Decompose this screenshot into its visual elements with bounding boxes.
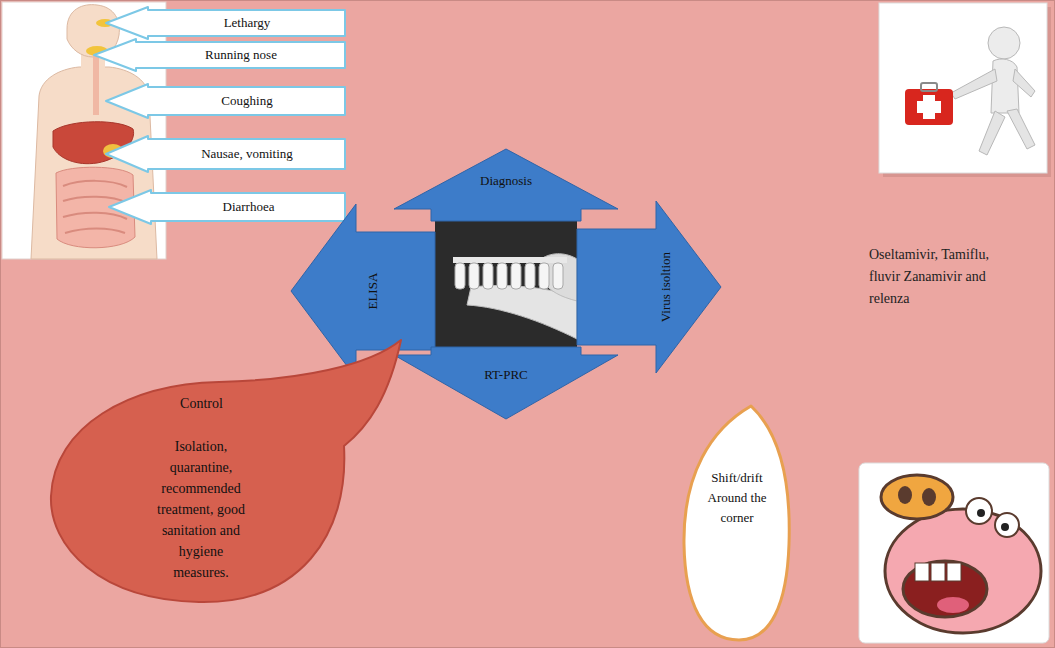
text-area: Isolation, quarantine, recommended treat…: [131, 430, 271, 588]
drug-list: Oseltamivir, Tamiflu, fluvir Zanamivir a…: [869, 244, 993, 310]
node-label: RT-PRC: [484, 367, 528, 383]
diagnosis-arrow: Virus isoltion: [577, 201, 721, 373]
node-label: Running nose: [205, 47, 277, 63]
node-label: Shift/drift Around the corner: [699, 468, 775, 528]
text-area: Shift/drift Around the corner: [695, 456, 779, 540]
bubble-heading: Control: [180, 395, 223, 413]
diagnosis-arrow-outline: [394, 347, 618, 419]
node-label: Virus isoltion: [658, 252, 674, 322]
text-area: Running nose: [136, 39, 346, 71]
text-area: Lethargy: [148, 7, 346, 39]
diagnosis-arrow-outline: [577, 201, 721, 373]
symptom-arrow: Diarrhoea: [109, 190, 346, 224]
node-label: Diarrhoea: [223, 199, 275, 215]
text-area: RT-PRC: [446, 363, 566, 387]
text-area: Diarrhoea: [151, 190, 346, 224]
text-area: ELISA: [359, 234, 387, 348]
label-area: Oseltamivir, Tamiflu, fluvir Zanamivir a…: [869, 244, 993, 310]
pcr-tubes-photo: [435, 221, 577, 347]
symptom-arrow: Nausae, vomiting: [106, 136, 346, 172]
text-area: Nausae, vomiting: [148, 136, 346, 172]
symptom-arrow: Coughing: [106, 84, 346, 118]
symptom-arrow: Running nose: [94, 39, 346, 71]
text-area: Coughing: [148, 84, 346, 118]
diagnosis-arrow: ELISA: [291, 204, 435, 378]
first-aid-illustration: [879, 3, 1051, 177]
node-label: Coughing: [221, 93, 272, 109]
node-label: Lethargy: [224, 15, 271, 31]
text-area: Control: [129, 392, 274, 416]
node-label: Diagnosis: [480, 173, 532, 189]
text-area: Virus isoltion: [651, 231, 681, 343]
node-label: ELISA: [365, 273, 381, 310]
diagnosis-arrow-outline: [291, 204, 435, 378]
symptom-arrow: Lethargy: [106, 7, 346, 39]
diagnosis-arrow: RT-PRC: [394, 347, 618, 419]
teardrop-callout: Shift/drift Around the corner: [681, 404, 793, 642]
node-label: Isolation, quarantine, recommended treat…: [151, 436, 251, 583]
node-label: Nausae, vomiting: [201, 146, 293, 162]
pig-cartoon: [859, 463, 1049, 643]
control-bubble: ControlIsolation, quarantine, recommende…: [49, 336, 409, 608]
diagnosis-arrow: Diagnosis: [394, 149, 618, 221]
text-area: Diagnosis: [446, 169, 566, 193]
